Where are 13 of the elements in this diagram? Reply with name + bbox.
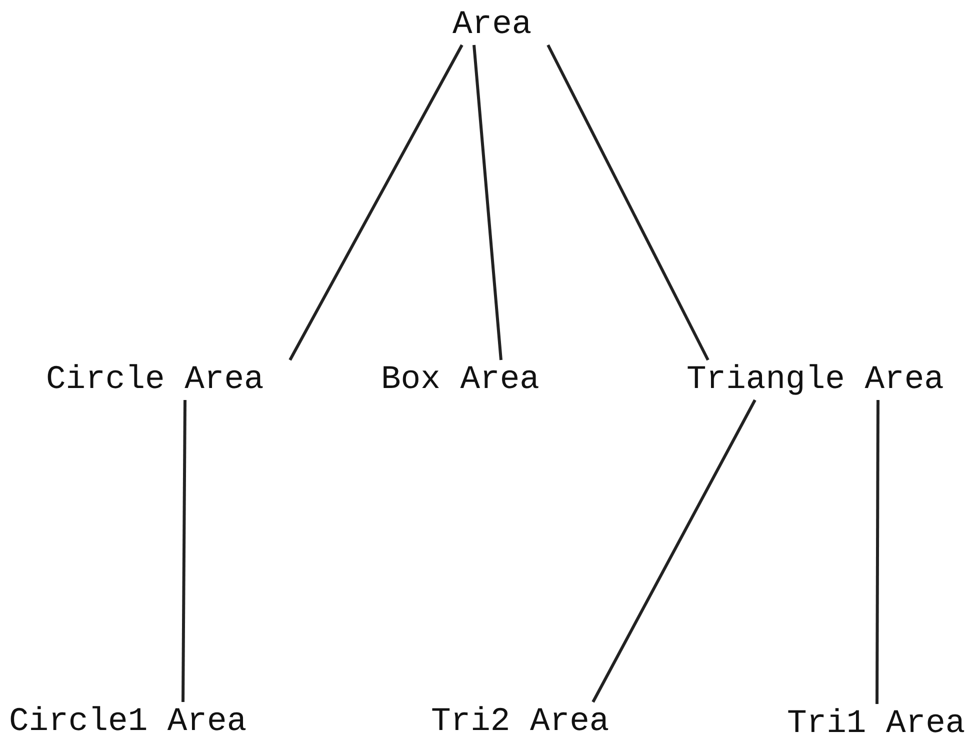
node-label: Circle Area (44, 360, 266, 400)
connector-line (876, 400, 880, 704)
node-label: Area (450, 5, 534, 45)
connector-line (288, 44, 464, 361)
connector-line (472, 44, 502, 360)
node-label: Box Area (379, 360, 542, 400)
node-label: Tri1 Area (785, 704, 968, 744)
node-label: Circle1 Area (7, 702, 249, 742)
connector-line (546, 44, 710, 361)
connector-line (592, 399, 756, 703)
connector-line (182, 400, 186, 702)
node-label: Triangle Area (684, 360, 946, 400)
node-label: Tri2 Area (429, 702, 612, 742)
